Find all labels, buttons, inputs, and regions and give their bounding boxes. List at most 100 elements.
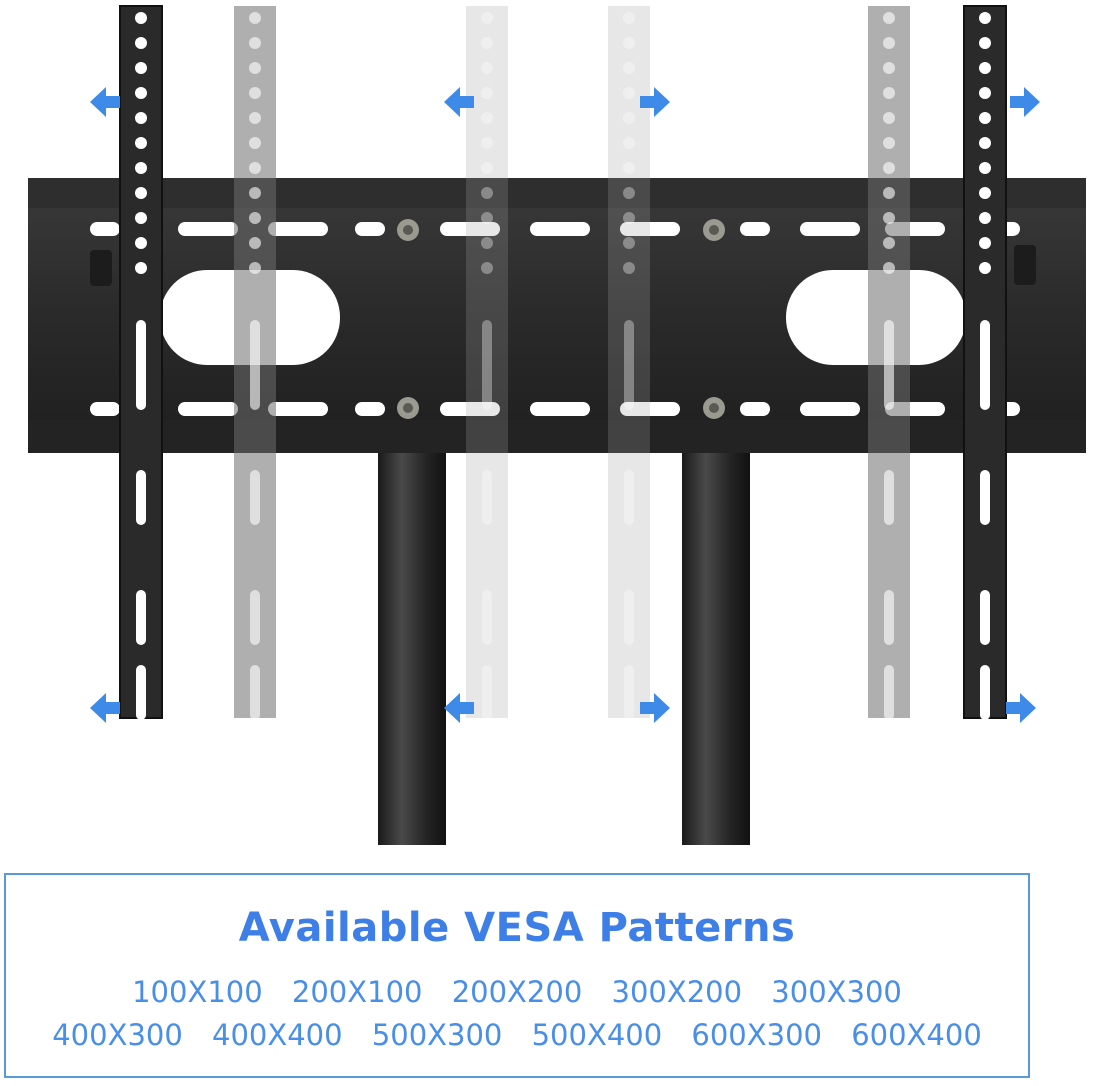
bracket-hole (979, 112, 991, 124)
bracket-hole (979, 237, 991, 249)
pattern-item: 400X300 (52, 1018, 183, 1052)
bracket-hole (883, 137, 895, 149)
bracket-hole (623, 187, 635, 199)
bracket-hole (135, 62, 147, 74)
bracket-hole (135, 12, 147, 24)
bracket-hole (979, 162, 991, 174)
pattern-item: 600X400 (851, 1018, 982, 1052)
bracket-hole (481, 137, 493, 149)
bracket-hole (481, 237, 493, 249)
bracket-slot (136, 320, 146, 410)
bracket-slot (884, 470, 894, 525)
bracket-slot (624, 470, 634, 525)
bracket-hole (249, 37, 261, 49)
bracket-hole (623, 12, 635, 24)
bracket-hole (135, 162, 147, 174)
bracket-hole (883, 187, 895, 199)
plate-bolts (397, 219, 725, 419)
bracket-hole (979, 37, 991, 49)
bracket-slot (884, 590, 894, 645)
bracket-hole (623, 37, 635, 49)
bracket-hole (623, 237, 635, 249)
pattern-item: 200X200 (451, 975, 583, 1009)
bracket-slot (482, 590, 492, 645)
bracket-hole (135, 187, 147, 199)
bracket-hole (623, 87, 635, 99)
bracket-hole (623, 162, 635, 174)
bracket-hole (979, 12, 991, 24)
pattern-row-1: 100X100 200X100 200X200 300X200 300X300 (6, 975, 1028, 1009)
bracket-hole (481, 87, 493, 99)
bracket-hole (135, 37, 147, 49)
bracket-slot (980, 665, 990, 720)
bracket-slot (482, 470, 492, 525)
bracket-hole (883, 62, 895, 74)
bracket-hole (249, 87, 261, 99)
bracket-hole (135, 262, 147, 274)
bracket-hole (623, 212, 635, 224)
bracket-hole (249, 262, 261, 274)
panel-title: Available VESA Patterns (238, 905, 796, 951)
bracket-hole (979, 212, 991, 224)
bracket-hole (481, 212, 493, 224)
bracket-slot (250, 590, 260, 645)
bracket-slot (482, 320, 492, 410)
bracket-hole (883, 237, 895, 249)
arrow-left-icon (90, 693, 120, 723)
pattern-item: 100X100 (132, 975, 263, 1009)
bracket-slot (884, 320, 894, 410)
bracket-ghost-inner-left (466, 6, 508, 718)
bracket-hole (135, 137, 147, 149)
bracket-slot (980, 320, 990, 410)
bracket-hole (883, 87, 895, 99)
support-poles (378, 440, 750, 845)
tv-mount-illustration (28, 5, 1086, 845)
pattern-row-2: 400X300 400X400 500X300 500X400 600X300 … (6, 1018, 1028, 1052)
bracket-hole (249, 112, 261, 124)
bracket-hole (481, 162, 493, 174)
bracket-hole (481, 62, 493, 74)
bracket-hole (481, 37, 493, 49)
vesa-patterns-panel: Available VESA Patterns 100X100 200X100 … (4, 873, 1030, 1078)
bracket-hole (481, 12, 493, 24)
bracket-slot (884, 665, 894, 720)
pattern-item: 400X400 (212, 1018, 343, 1052)
bracket-hole (883, 262, 895, 274)
bracket-slot (624, 665, 634, 720)
bracket-slot (250, 470, 260, 525)
bracket-hole (623, 137, 635, 149)
bracket-hole (883, 112, 895, 124)
bracket-hole (623, 62, 635, 74)
pattern-item: 500X400 (531, 1018, 663, 1052)
bracket-hole (883, 212, 895, 224)
bracket-hole (979, 87, 991, 99)
wall-plate (28, 178, 1086, 453)
pattern-item: 300X200 (611, 975, 743, 1009)
bracket-hole (249, 237, 261, 249)
bracket-hole (481, 112, 493, 124)
bracket-hole (979, 137, 991, 149)
bracket-hole (135, 87, 147, 99)
arrow-left-icon (90, 87, 120, 117)
bracket-slot (250, 665, 260, 720)
bracket-hole (249, 212, 261, 224)
arrow-right-icon (1006, 693, 1036, 723)
bracket-hole (249, 62, 261, 74)
bracket-hole (249, 187, 261, 199)
bracket-hole (883, 37, 895, 49)
bracket-hole (979, 62, 991, 74)
bracket-slot (136, 470, 146, 525)
bracket-slot (980, 590, 990, 645)
bracket-hole (979, 187, 991, 199)
pattern-item: 200X100 (291, 975, 423, 1009)
bracket-slot (482, 665, 492, 720)
pattern-item: 500X300 (371, 1018, 503, 1052)
bracket-hole (623, 262, 635, 274)
bracket-slot (624, 590, 634, 645)
bracket-slot (136, 590, 146, 645)
bracket-hole (135, 112, 147, 124)
pattern-item: 600X300 (691, 1018, 822, 1052)
bracket-hole (249, 162, 261, 174)
bracket-hole (481, 187, 493, 199)
arrow-right-icon (1010, 87, 1040, 117)
